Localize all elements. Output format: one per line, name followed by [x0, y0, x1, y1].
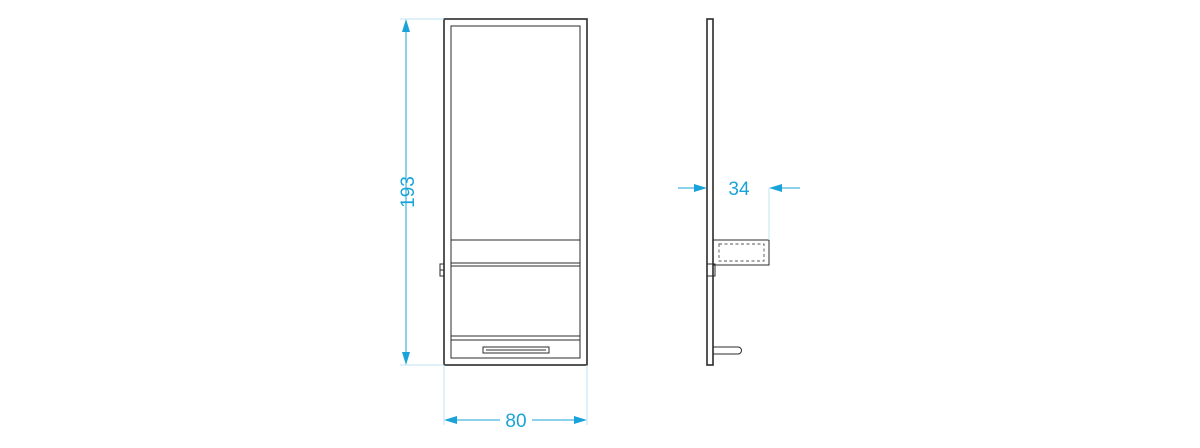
depth-label: 34: [728, 179, 750, 200]
width-arrow-right: [574, 416, 587, 424]
depth-dimension: 34: [678, 179, 800, 240]
front-outer-frame: [443, 18, 588, 366]
width-arrow-left: [444, 416, 457, 424]
width-dimension: 80: [443, 365, 588, 432]
front-side-hook: [439, 263, 444, 277]
side-panel: [706, 18, 714, 366]
height-arrow-bottom: [402, 352, 410, 365]
side-shelf-bracket: [706, 263, 716, 277]
front-drawer-handle: [482, 346, 550, 354]
front-inner-frame: [450, 25, 581, 359]
height-dimension: 193: [398, 18, 444, 366]
width-label: 80: [505, 411, 526, 432]
side-shelf-hidden-edge: [718, 243, 765, 262]
side-hook-rod: [712, 346, 742, 355]
side-view: [706, 18, 770, 366]
front-view: [439, 18, 588, 366]
side-shelf: [712, 239, 770, 266]
height-arrow-top: [402, 19, 410, 32]
height-label: 193: [398, 176, 419, 208]
depth-arrow-left: [694, 184, 707, 192]
depth-arrow-right: [769, 184, 782, 192]
